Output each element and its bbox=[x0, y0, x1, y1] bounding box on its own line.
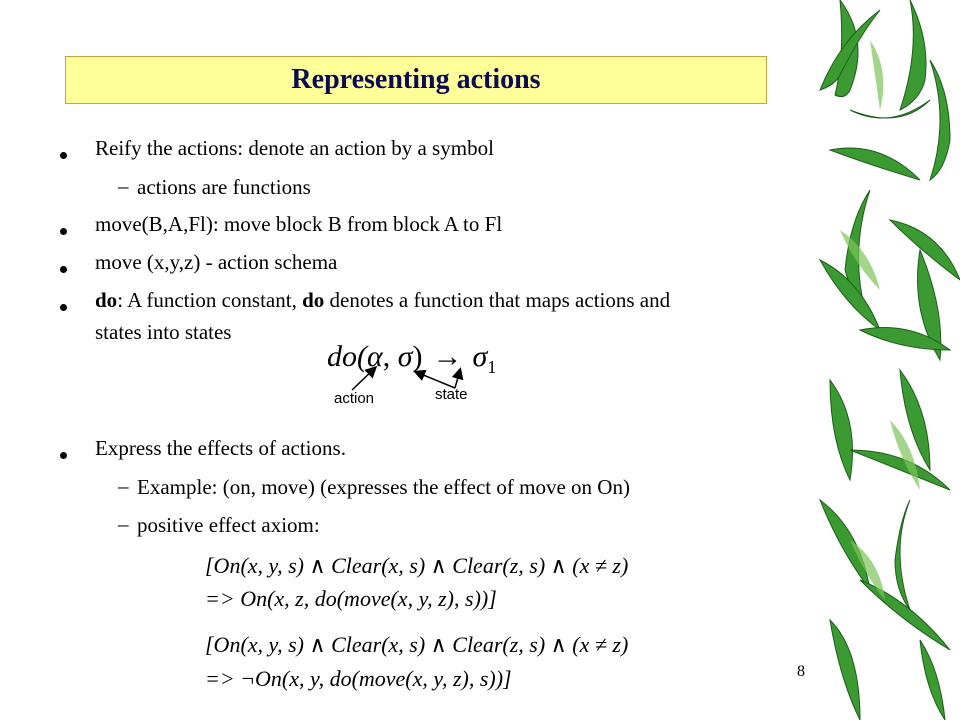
axiom1-line2: => On(x, z, do(move(x, y, z), s))] bbox=[205, 586, 497, 611]
do-text-1: : A function constant, bbox=[117, 288, 303, 312]
title-box: Representing actions bbox=[65, 56, 767, 104]
do-keyword: do bbox=[95, 288, 118, 312]
annotation-arrows bbox=[351, 365, 464, 391]
bullet-dot bbox=[60, 304, 67, 311]
sub-bullet-positive: positive effect axiom: bbox=[137, 513, 320, 537]
bullet-effects: Express the effects of actions. bbox=[95, 436, 346, 460]
axiom2-line2: => ¬On(x, y, do(move(x, y, z), s))] bbox=[205, 666, 512, 691]
page-number: 8 bbox=[797, 663, 805, 680]
bullet-do: do: A function constant, do denotes a fu… bbox=[95, 288, 670, 313]
bullet-dot bbox=[60, 452, 67, 459]
bullet-dot bbox=[60, 266, 67, 273]
sub-bullet-functions: actions are functions bbox=[137, 175, 311, 199]
bullet-dot bbox=[60, 152, 67, 159]
slide-title: Representing actions bbox=[291, 64, 541, 95]
bamboo-decoration bbox=[818, 0, 960, 720]
axiom2-line1: [On(x, y, s) ∧ Clear(x, s) ∧ Clear(z, s)… bbox=[205, 632, 629, 657]
dash-marker: – bbox=[118, 474, 129, 498]
axiom1-line1: [On(x, y, s) ∧ Clear(x, s) ∧ Clear(z, s)… bbox=[205, 553, 629, 578]
dash-marker: – bbox=[118, 174, 129, 198]
bullet-schema: move (x,y,z) - action schema bbox=[95, 250, 338, 274]
bullet-do-continued: states into states bbox=[95, 320, 232, 344]
bullet-reify: Reify the actions: denote an action by a… bbox=[95, 136, 494, 160]
do-keyword-2: do bbox=[302, 288, 325, 312]
sub-bullet-example: Example: (on, move) (expresses the effec… bbox=[137, 475, 630, 499]
action-label: action bbox=[334, 390, 375, 407]
dash-marker: – bbox=[118, 512, 129, 536]
state-label: state bbox=[435, 386, 468, 403]
bullet-move: move(B,A,Fl): move block B from block A … bbox=[95, 212, 503, 236]
do-text-2: denotes a function that maps actions and bbox=[324, 288, 671, 312]
bullet-dot bbox=[60, 228, 67, 235]
